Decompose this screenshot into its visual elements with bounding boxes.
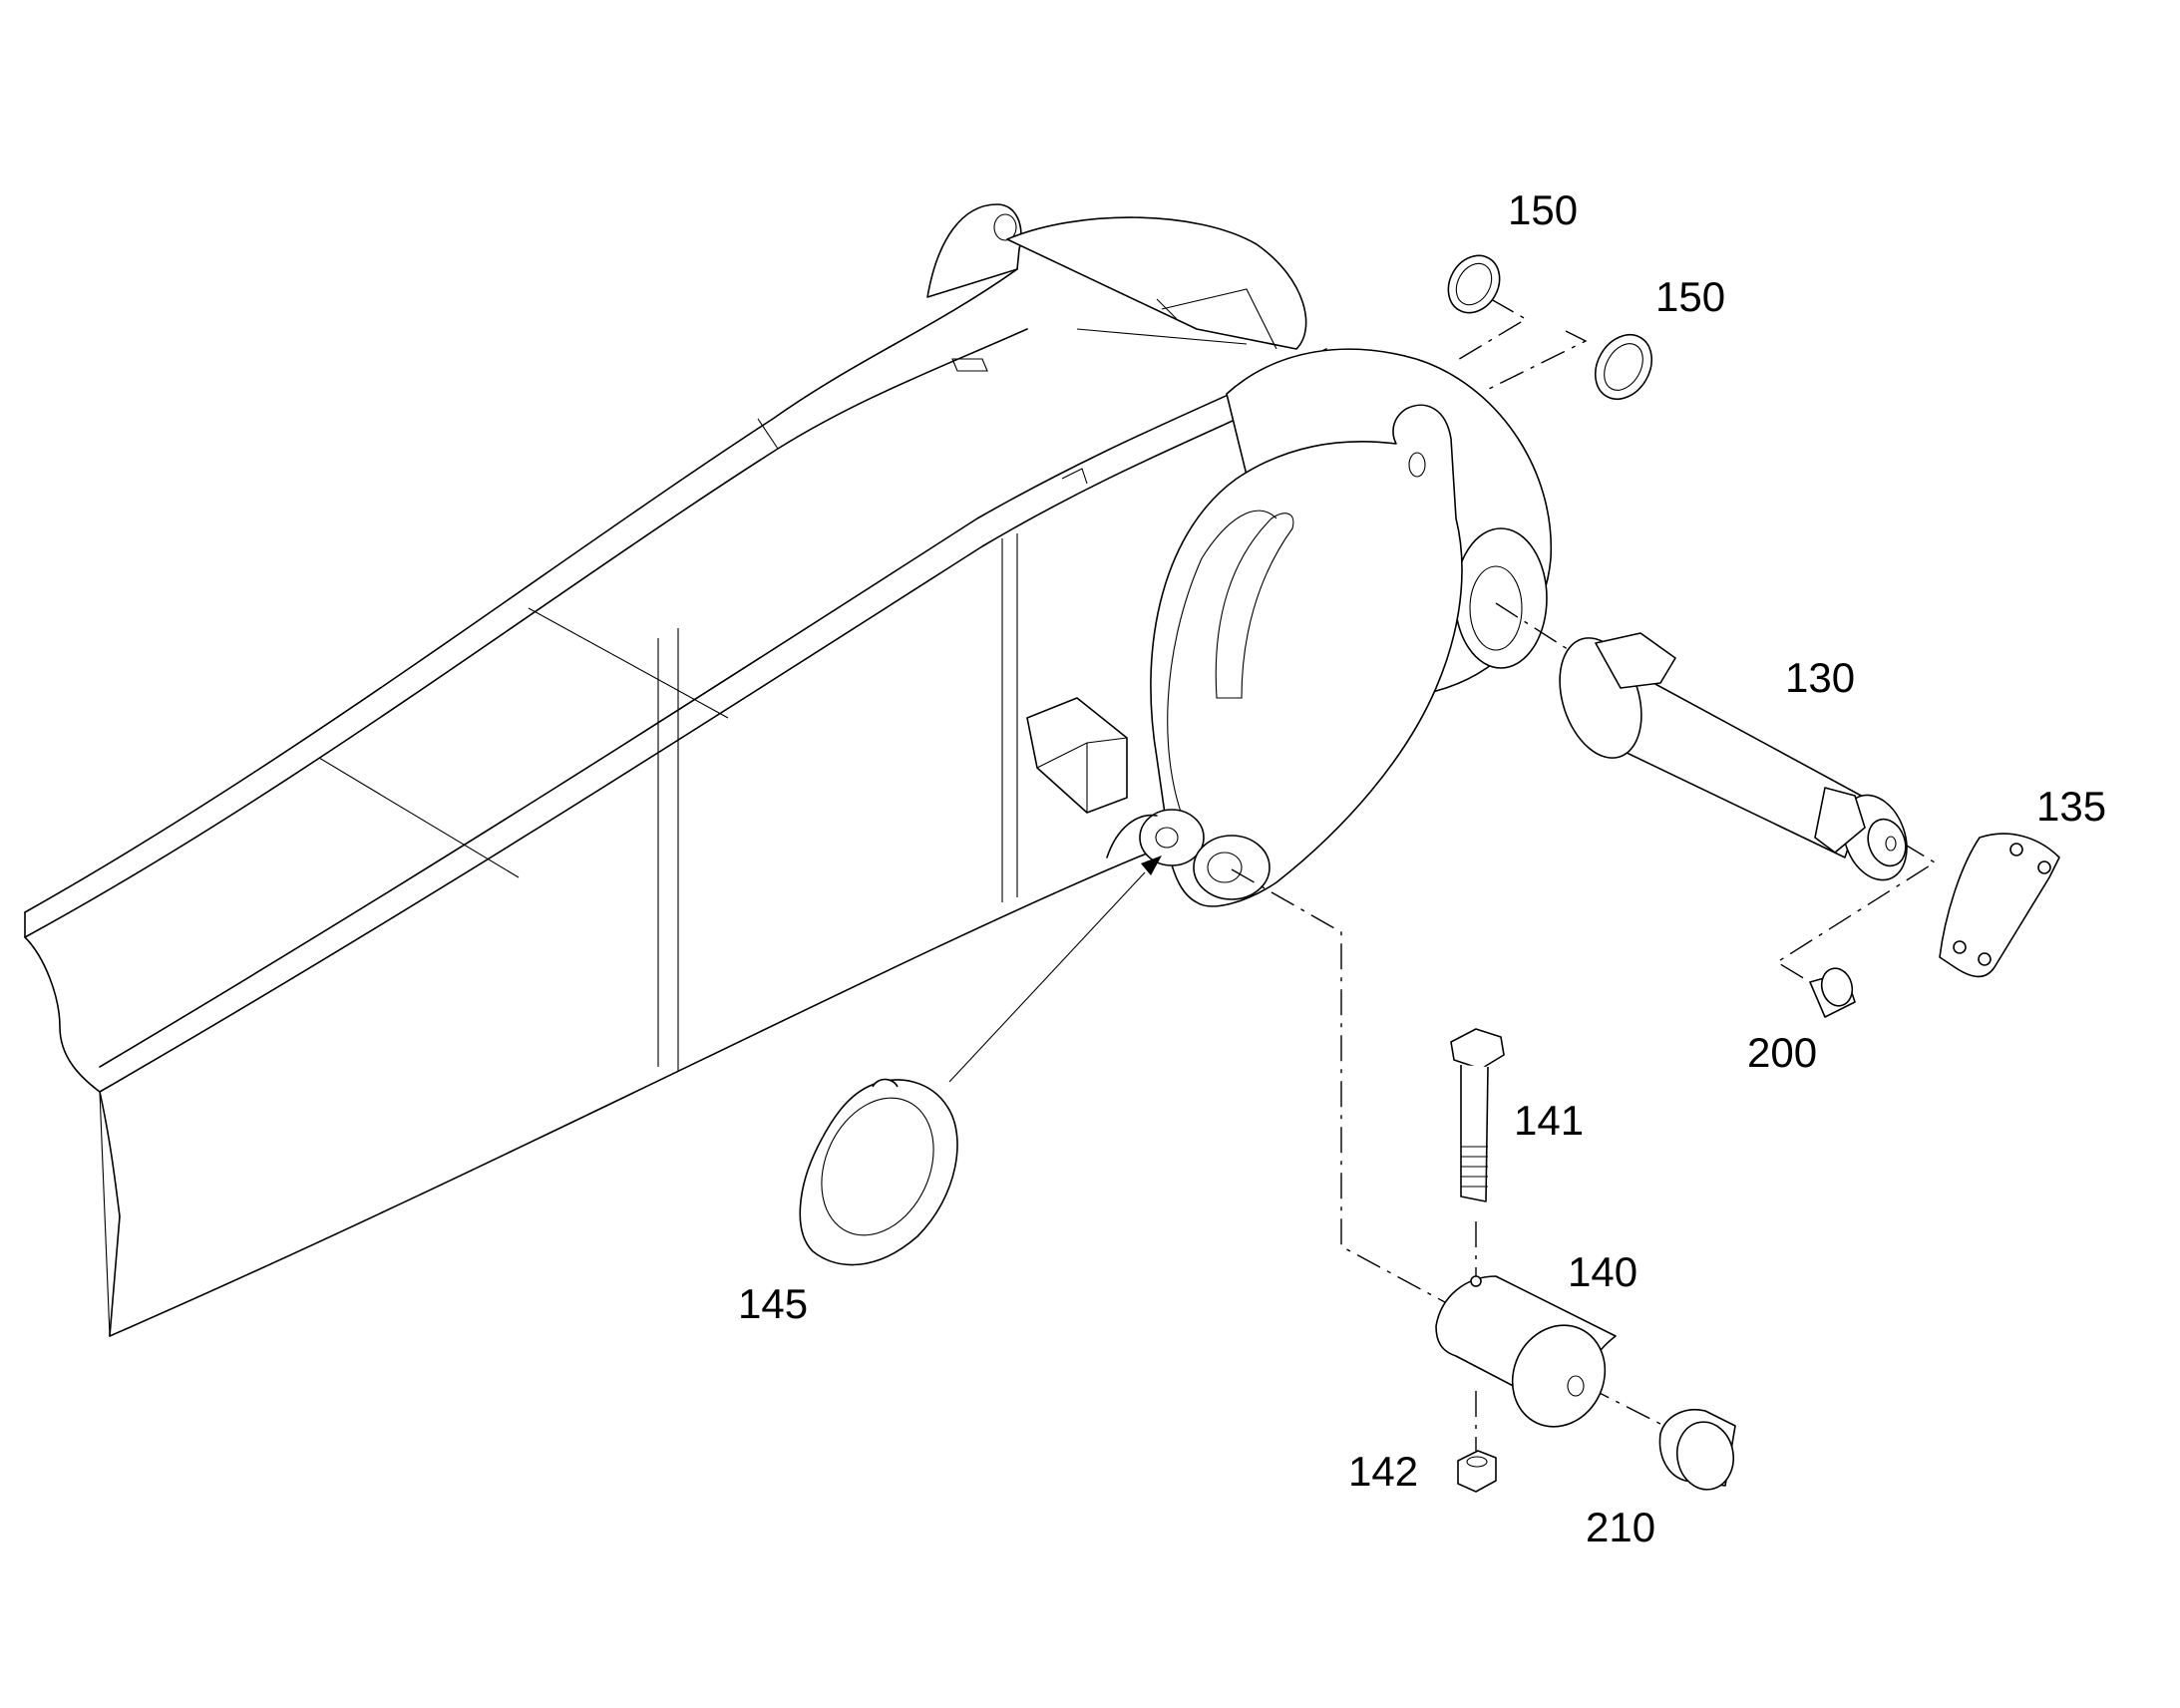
ring-150-b (1594, 334, 1653, 400)
callout-135: 135 (2036, 783, 2106, 830)
callout-142: 142 (1348, 1448, 1418, 1495)
bolt-141 (1450, 1028, 1505, 1202)
nut-142 (1457, 1450, 1497, 1493)
pin-130 (1559, 632, 1908, 881)
callout-200: 200 (1747, 1029, 1817, 1076)
callout-labels: 150 150 130 135 200 141 140 145 142 210 (738, 186, 2106, 1550)
callout-210: 210 (1586, 1504, 1655, 1550)
callout-140: 140 (1568, 1248, 1637, 1295)
callout-150-b: 150 (1655, 273, 1725, 320)
pin-140 (1435, 1275, 1617, 1428)
plug-200 (1809, 967, 1856, 1018)
shim-145 (799, 1078, 958, 1266)
callout-145: 145 (738, 1280, 808, 1327)
leader-lines (948, 298, 1937, 1451)
ring-150-a (1447, 254, 1501, 314)
callout-141: 141 (1514, 1097, 1584, 1144)
plug-210 (1658, 1409, 1736, 1491)
boom-head-housing (1106, 348, 1553, 907)
boom-arm (24, 203, 1327, 1337)
callout-150-a: 150 (1508, 186, 1578, 233)
plate-135 (1939, 833, 2060, 978)
callout-130: 130 (1785, 654, 1855, 701)
